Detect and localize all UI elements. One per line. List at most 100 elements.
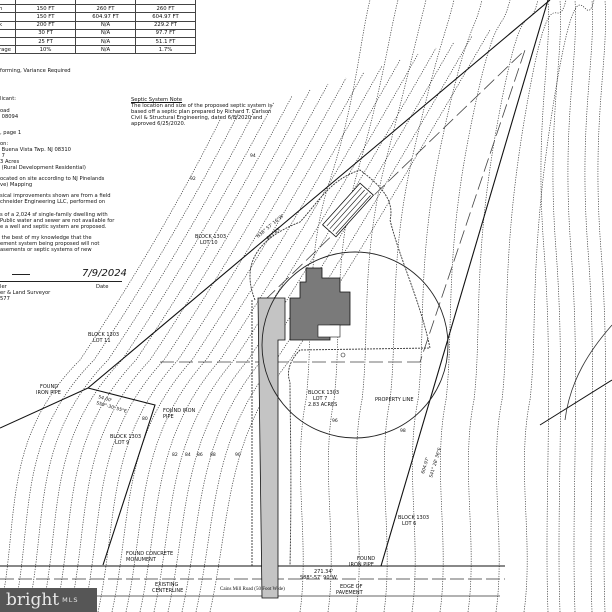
contour-line: [467, 0, 539, 612]
label-lot7-block: BLOCK 1303: [308, 390, 339, 396]
deck: [317, 324, 341, 338]
note-site-label: on:: [0, 141, 9, 147]
zoning-cell-existing: 604.97 FT: [75, 12, 136, 22]
label-lot9-block: BLOCK 1303: [110, 434, 141, 440]
contour-line: [0, 119, 221, 612]
septic-note-title: Septic System Note: [131, 97, 183, 103]
label-found-iron-pipe-left: FOUND: [40, 384, 58, 390]
watermark-suffix: MLS: [62, 596, 79, 604]
sign-date: 7/9/2024: [82, 268, 127, 279]
note-site-town: Buena Vista Twp. NJ 08310: [0, 147, 71, 153]
label-found-iron-pipe-mid: FOUND IRON: [163, 408, 196, 414]
label-bearing-bottom-distance: 271.34': [314, 569, 333, 575]
property-line-west: [87, 387, 156, 566]
zoning-cell-existing: 260 FT: [75, 4, 136, 14]
contour-line: [383, 0, 455, 612]
contour-line: [83, 83, 329, 612]
label-property-line: PROPERTY LINE: [375, 397, 414, 403]
contour-number: 82: [172, 452, 178, 458]
contour-line: [97, 77, 347, 612]
note-cert-3: asements or septic systems of new: [0, 247, 92, 253]
contour-number: 94: [250, 153, 256, 159]
signature-line: [12, 274, 30, 275]
zoning-cell-existing: N/A: [75, 28, 136, 38]
label-edge-of-pavement-2: PAVEMENT: [336, 590, 364, 596]
contour-number: 88: [210, 452, 216, 458]
contour-number: 90: [235, 452, 241, 458]
contour-line: [55, 95, 293, 612]
contour-line: [355, 0, 427, 612]
note-survey-2: chneider Engineering LLC, performed on: [0, 199, 106, 205]
applicant-address-2: 08094: [0, 114, 19, 120]
zoning-cell-existing: N/A: [75, 36, 136, 47]
note-lot: 7: [0, 153, 5, 159]
contour-number: 86: [197, 452, 203, 458]
contour-number: 96: [332, 418, 338, 424]
signer-license: 577: [0, 296, 10, 302]
well-radius-circle: [261, 251, 449, 439]
zoning-cell-required: 30 FT: [15, 28, 76, 38]
label-lot10-block: BLOCK 1303: [195, 234, 226, 240]
note-purpose-1: s of a 2,024 sf single-family dwelling w…: [0, 212, 108, 218]
septic-note-line-2: based off a septic plan prepared by Rich…: [131, 109, 272, 115]
driveway: [257, 297, 286, 599]
contour-number: 84: [185, 452, 191, 458]
note-acres: 3 Acres: [0, 159, 20, 165]
well-icon: [340, 352, 346, 358]
note-flood-1: ocated on site according to NJ Pinelands: [0, 176, 105, 182]
zoning-cell-proposed: 260 FT: [135, 4, 196, 14]
date-line: [0, 281, 122, 282]
label-bearing-left-distance: 54.00': [97, 394, 112, 404]
contour-line: [125, 65, 383, 612]
contour-line: [540, 0, 549, 612]
note-cert-1: the best of my knowledge that the: [0, 235, 92, 241]
date-label: Date: [96, 284, 109, 290]
label-lot11-lot: LOT 11: [93, 338, 111, 344]
zoning-cell-label: [0, 36, 16, 47]
zoning-cell-label: [0, 12, 16, 22]
signer-name: ler: [0, 284, 7, 290]
bright-mls-watermark: bright MLS: [0, 588, 97, 612]
contour-line: [584, 0, 593, 612]
property-line-lot11: [0, 387, 89, 429]
contour-line: [111, 71, 365, 612]
label-found-iron-pipe-right: FOUND: [357, 556, 375, 562]
contour-line: [299, 0, 371, 612]
note-flood-2: ve) Mapping: [0, 182, 33, 188]
zoning-cell-label: k: [0, 20, 16, 30]
label-lot7-acres: 2.83 ACRES: [308, 402, 337, 408]
applicant-label: licant:: [0, 96, 16, 102]
label-found-iron-pipe-mid-2: PIPE: [163, 414, 174, 420]
contour-number: 98: [400, 428, 406, 434]
contour-line: [567, 0, 576, 612]
applicant-address-1: oad: [0, 108, 10, 114]
contour-line: [27, 107, 257, 612]
contour-line: [523, 0, 595, 612]
contour-line: [153, 53, 419, 612]
note-purpose-2: Public water and sewer are not available…: [0, 218, 115, 224]
watermark-brand: bright: [6, 590, 60, 610]
note-survey-1: sical improvements shown are from a fiel…: [0, 193, 111, 199]
label-lot6-block: BLOCK 1303: [398, 515, 429, 521]
note-purpose-3: e a well and septic system are proposed.: [0, 224, 107, 230]
label-lot10-lot: LOT 10: [200, 240, 218, 246]
adjacent-property-line: [539, 379, 612, 426]
contour-line: [552, 0, 561, 612]
zoning-cell-label: [0, 28, 16, 38]
zoning-cell-required: 150 FT: [15, 4, 76, 14]
plan-labels: BLOCK 1303 LOT 10 BLOCK 1303 LOT 11 BLOC…: [36, 213, 443, 596]
contour-line: [597, 0, 606, 612]
zoning-cell-required: 10%: [15, 45, 76, 55]
property-line-east: [380, 0, 549, 567]
zoning-cell-existing: N/A: [75, 45, 136, 55]
note-zone: (Rural Development Residential): [0, 165, 86, 171]
contour-line: [69, 89, 311, 612]
label-bearing-right-distance: 604.97': [420, 457, 431, 475]
